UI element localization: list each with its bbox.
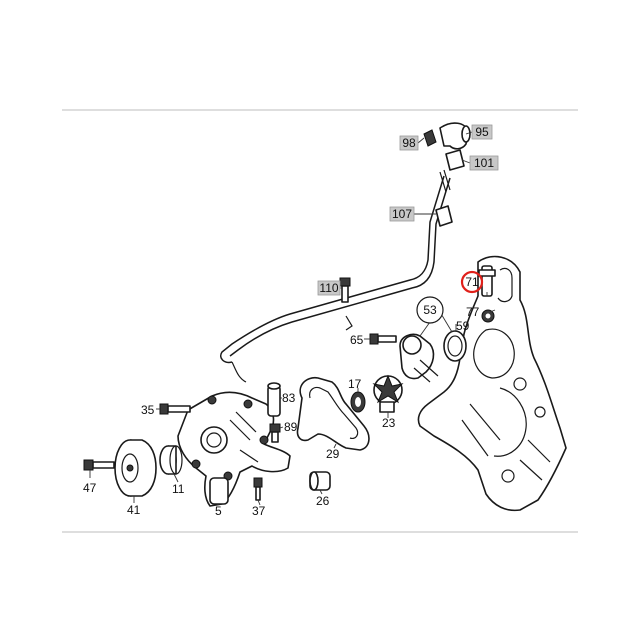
svg-text:71: 71 [465,275,479,289]
gasket-29 [296,376,370,451]
callout-101[interactable]: 101 [469,155,499,171]
bolt-65 [369,333,397,345]
callout-110[interactable]: 110 [317,280,341,296]
coolant-pipe [220,175,453,383]
hose-101 [439,149,465,193]
callout-41[interactable]: 41 [127,503,141,517]
water-pump-5 [177,391,291,507]
callout-89[interactable]: 89 [284,420,298,434]
timing-cover [417,255,567,512]
callout-53[interactable]: 53 [416,296,444,324]
callout-59[interactable]: 59 [456,319,470,333]
callout-17[interactable]: 17 [348,377,362,391]
callout-11[interactable]: 11 [172,482,185,496]
callout-77[interactable]: 77 [466,305,480,319]
bolt-35 [159,403,191,415]
callout-83[interactable]: 83 [282,391,296,405]
impeller-23 [372,374,404,413]
callout-23[interactable]: 23 [382,416,396,430]
hose-clamp-98 [423,129,437,147]
svg-text:53: 53 [423,303,437,317]
seal-77 [481,309,495,323]
bolt-47 [83,459,115,471]
bolt-110 [339,277,351,303]
seal-17 [350,391,366,413]
callout-37[interactable]: 37 [252,504,266,518]
sleeve-26 [309,471,331,491]
callout-107[interactable]: 107 [389,206,415,222]
nut-89 [269,423,281,443]
pulley-41 [114,439,157,497]
callout-65[interactable]: 65 [350,333,364,347]
callout-26[interactable]: 26 [316,494,330,508]
sleeve-83 [267,382,281,417]
gasket-59 [443,330,467,362]
svg-text:110: 110 [319,281,338,295]
svg-text:95: 95 [475,125,489,139]
callout-29[interactable]: 29 [326,447,340,461]
callout-35[interactable]: 35 [141,403,155,417]
callout-47[interactable]: 47 [83,481,97,495]
callout-5[interactable]: 5 [215,504,222,518]
svg-text:107: 107 [392,207,412,221]
thermostat-housing-53 [399,333,439,383]
hub-11 [159,445,183,475]
svg-text:101: 101 [474,156,494,170]
hose-fitting-95 [439,122,471,150]
callout-95[interactable]: 95 [471,124,493,140]
bolt-37 [253,477,263,501]
callout-71[interactable]: 71 [460,270,484,294]
svg-text:98: 98 [402,136,416,150]
callout-98[interactable]: 98 [399,135,419,151]
